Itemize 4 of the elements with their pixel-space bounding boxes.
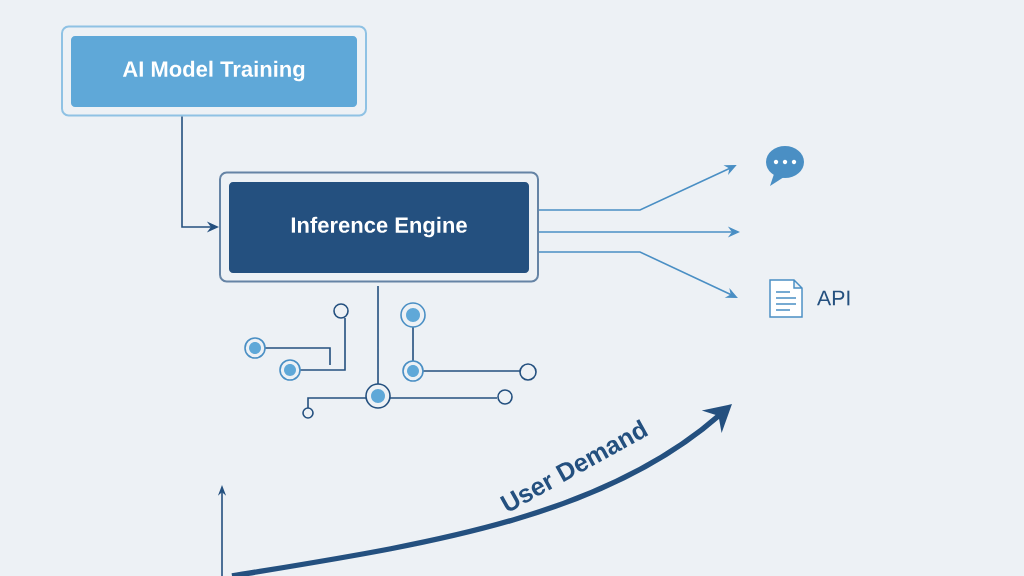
process-box: AI Model Training — [61, 25, 367, 117]
chat-bubble-icon — [766, 146, 804, 186]
process-box: Inference Engine — [219, 171, 539, 283]
api-item: API — [769, 279, 850, 318]
